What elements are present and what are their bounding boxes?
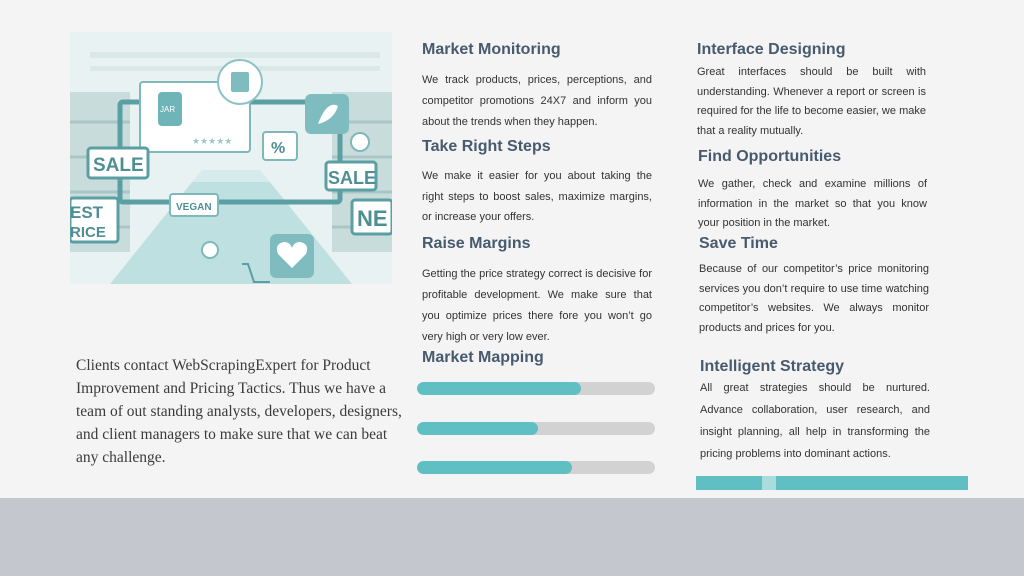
progress-bar bbox=[417, 422, 655, 435]
svg-text:SALE: SALE bbox=[328, 168, 376, 188]
svg-text:NE: NE bbox=[357, 206, 388, 231]
accent-strip-marker bbox=[762, 476, 776, 490]
progress-bar bbox=[417, 382, 655, 395]
section-save-time: Save Time Because of our competitor’s pr… bbox=[699, 234, 929, 338]
section-title: Interface Designing bbox=[697, 41, 846, 58]
progress-bar bbox=[417, 461, 655, 474]
section-body: We gather, check and examine millions of… bbox=[698, 178, 927, 229]
section-title: Market Monitoring bbox=[422, 41, 561, 58]
section-intelligent-strategy: Intelligent Strategy All great strategie… bbox=[700, 357, 930, 465]
section-title: Save Time bbox=[699, 235, 778, 252]
section-title: Take Right Steps bbox=[422, 138, 551, 155]
section-body: We track products, prices, perceptions, … bbox=[422, 74, 652, 128]
section-body: Because of our competitor’s price monito… bbox=[699, 263, 929, 334]
svg-text:SALE: SALE bbox=[93, 155, 144, 176]
section-title: Market Mapping bbox=[422, 349, 544, 366]
intro-text: Clients contact WebScrapingExpert for Pr… bbox=[76, 357, 402, 466]
footer-band bbox=[0, 498, 1024, 576]
section-title: Intelligent Strategy bbox=[700, 358, 845, 375]
svg-text:★★★★★: ★★★★★ bbox=[192, 136, 232, 146]
progress-fill bbox=[417, 461, 572, 474]
svg-text:EST: EST bbox=[70, 203, 104, 222]
section-body: All great strategies should be nurtured.… bbox=[700, 382, 930, 460]
retail-illustration: JAR ★★★★★ % SALE SALE VEGAN EST RICE NE bbox=[70, 32, 392, 284]
section-take-right-steps: Take Right Steps We make it easier for y… bbox=[422, 137, 652, 228]
intro-paragraph: Clients contact WebScrapingExpert for Pr… bbox=[76, 354, 406, 469]
section-find-opportunities: Find Opportunities We gather, check and … bbox=[698, 147, 927, 234]
svg-text:VEGAN: VEGAN bbox=[176, 202, 212, 213]
section-title: Find Opportunities bbox=[698, 148, 842, 165]
section-body: We make it easier for you about taking t… bbox=[422, 170, 652, 223]
svg-text:%: % bbox=[271, 140, 285, 157]
section-interface-designing: Interface Designing Great interfaces sho… bbox=[697, 40, 926, 141]
section-raise-margins: Raise Margins Getting the price strategy… bbox=[422, 234, 652, 348]
progress-fill bbox=[417, 382, 582, 395]
section-body: Getting the price strategy correct is de… bbox=[422, 268, 652, 343]
section-market-mapping: Market Mapping bbox=[422, 348, 652, 368]
svg-text:JAR: JAR bbox=[160, 105, 175, 114]
section-market-monitoring: Market Monitoring We track products, pri… bbox=[422, 40, 652, 133]
section-title: Raise Margins bbox=[422, 235, 531, 252]
section-body: Great interfaces should be built with un… bbox=[697, 66, 926, 137]
svg-text:RICE: RICE bbox=[70, 224, 106, 241]
store-aisle-illustration: JAR ★★★★★ % SALE SALE VEGAN EST RICE NE bbox=[70, 32, 392, 284]
accent-strip bbox=[696, 476, 968, 490]
progress-fill bbox=[417, 422, 539, 435]
